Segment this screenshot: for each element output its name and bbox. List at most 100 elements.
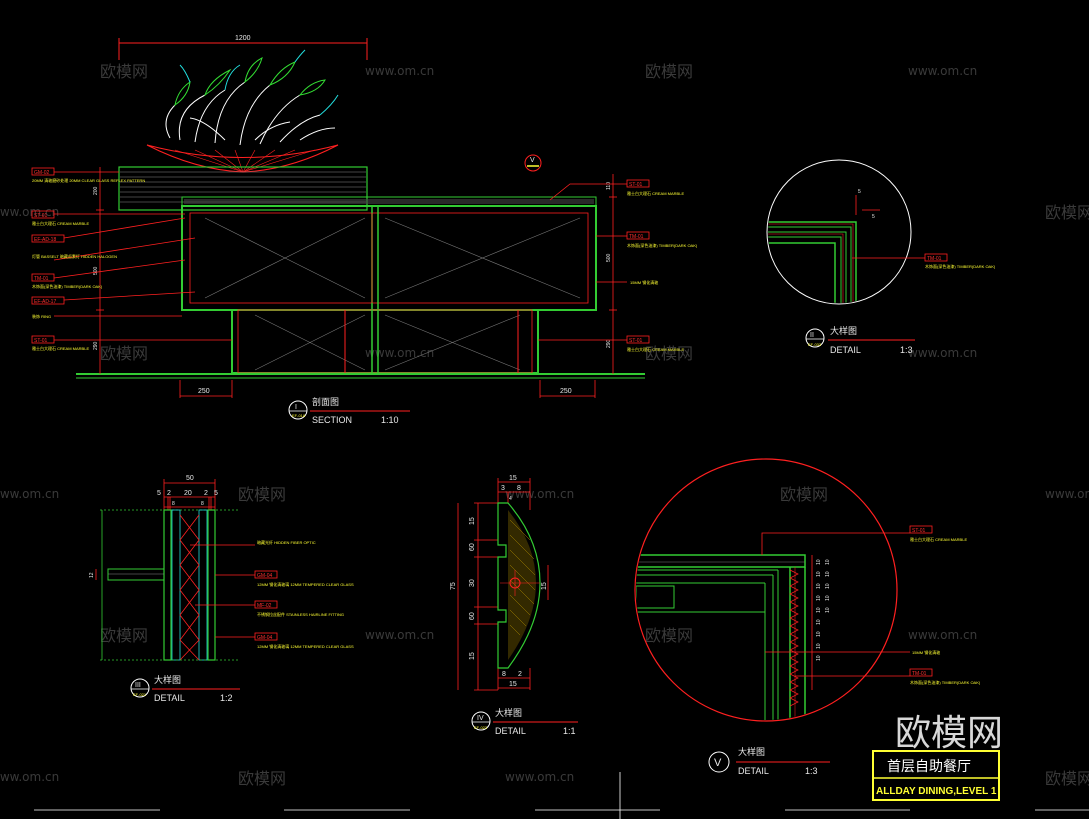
detail4-dim-top: 15 bbox=[509, 475, 517, 482]
detail4-profile bbox=[497, 502, 541, 669]
detail5-dim: 10 bbox=[816, 655, 822, 661]
section-title-en: SECTION bbox=[312, 415, 352, 425]
marble-top bbox=[181, 196, 597, 207]
right-label-desc: 雅士白大理石 CREAM MARBLE bbox=[627, 346, 684, 352]
left-label-desc: 装饰 RING bbox=[32, 313, 51, 319]
detail3-label-code: GM-04 bbox=[257, 635, 273, 641]
watermark-domain: www.om.cn bbox=[0, 205, 59, 219]
title-block-en: ALLDAY DINING,LEVEL 1 bbox=[876, 786, 997, 797]
watermark-domain: www.om.cn bbox=[0, 770, 59, 784]
detail5-dim: 10 bbox=[825, 571, 831, 577]
watermark-brand: 欧模网 bbox=[238, 485, 286, 504]
dim-right-0: 110 bbox=[606, 182, 612, 190]
dim-right-chain bbox=[609, 174, 617, 374]
detail3-dim-part: 20 bbox=[184, 490, 192, 497]
detail4-dim-total: 75 bbox=[450, 582, 457, 590]
detail4-title-en: DETAIL bbox=[495, 726, 526, 736]
detail3-label-desc: 12MM 钢化清玻璃 12MM TEMPERED CLEAR GLASS bbox=[257, 643, 354, 649]
watermark-domain: www.om.cn bbox=[365, 346, 434, 360]
right-label-code: ST-01 bbox=[629, 182, 643, 188]
dim-bottom-0: 250 bbox=[198, 388, 210, 395]
detail4-dim-right: 15 bbox=[541, 582, 548, 590]
detail3-title: III EF-021 大样图 DETAIL 1:2 bbox=[130, 674, 240, 703]
left-label-desc: 雅士白大理石 CREAM MARBLE bbox=[32, 345, 89, 351]
detail5-scale: 1:3 bbox=[805, 766, 818, 776]
section-title-cn: 剖面图 bbox=[312, 396, 339, 407]
detail5-title: V 大样图 DETAIL 1:3 bbox=[708, 746, 830, 776]
border-ticks bbox=[34, 772, 1089, 819]
callout-v-text: V bbox=[530, 157, 535, 164]
detail2-dim-a: 5 bbox=[858, 189, 861, 195]
dim-left-0: 200 bbox=[93, 186, 99, 195]
section-scale: 1:10 bbox=[381, 415, 399, 425]
detail3-dim-top: 50 bbox=[186, 475, 194, 482]
detail5-dim: 10 bbox=[816, 619, 822, 625]
detail3-ref: EF-021 bbox=[133, 692, 147, 697]
section-ref: EF-018 bbox=[292, 413, 306, 418]
dim-bottom-1: 250 bbox=[560, 388, 572, 395]
detail3-label-code: GM-04 bbox=[257, 573, 273, 579]
section-view: 1200 bbox=[31, 35, 698, 425]
detail3-dim-inner: 8 bbox=[172, 501, 175, 507]
detail5-dims: 10 10 10 10 10 10 10 10 10 10 10 10 10 1… bbox=[811, 555, 831, 690]
detail3-callouts: 暗藏光纤 HIDDEN FIBER OPTIC GM-04 12MM 钢化清玻璃… bbox=[190, 539, 354, 649]
detail5-dim: 10 bbox=[816, 583, 822, 589]
watermark-brand: 欧模网 bbox=[238, 769, 286, 788]
detail5-label-desc: 木饰面(深色油漆) TIMBER(DARK OAK) bbox=[910, 679, 981, 685]
detail3-label-desc: 12MM 钢化清玻璃 12MM TEMPERED CLEAR GLASS bbox=[257, 581, 354, 587]
watermark-domain: www.om.cn bbox=[505, 770, 574, 784]
watermark-domain: www.om.cn bbox=[908, 346, 977, 360]
detail2-title-cn: 大样图 bbox=[830, 325, 857, 336]
dim-left-2: 290 bbox=[93, 341, 99, 350]
detail2-title-en: DETAIL bbox=[830, 345, 861, 355]
right-label-code: ST-01 bbox=[629, 338, 643, 344]
right-label-code: TM-01 bbox=[629, 234, 644, 240]
detail4-dim-top-part: 8 bbox=[517, 485, 521, 492]
detail4-dim-left: 60 bbox=[469, 543, 476, 551]
detail2-label-desc: 木饰面(深色油漆) TIMBER(DARK OAK) bbox=[925, 263, 996, 269]
detail5-marker: V bbox=[714, 757, 722, 769]
detail4-title: IV EF-023 大样图 DETAIL 1:1 bbox=[471, 707, 578, 736]
cabinet-base bbox=[231, 309, 539, 374]
detail3-scale: 1:2 bbox=[220, 693, 233, 703]
detail-3-view: 50 5 2 20 2 5 8 8 12 bbox=[89, 475, 354, 703]
watermark-brand: 欧模网 bbox=[645, 626, 693, 645]
watermark-brand: 欧模网 bbox=[645, 62, 693, 81]
detail2-scale: 1:3 bbox=[900, 345, 913, 355]
detail3-label-code: MF-02 bbox=[257, 603, 272, 609]
detail3-label-desc: 暗藏光纤 HIDDEN FIBER OPTIC bbox=[257, 539, 316, 545]
detail2-label-code: TM-01 bbox=[927, 256, 942, 262]
detail3-title-en: DETAIL bbox=[154, 693, 185, 703]
detail4-scale: 1:1 bbox=[563, 726, 576, 736]
detail3-dim-side: 12 bbox=[89, 572, 95, 578]
watermark-brand: 欧模网 bbox=[1045, 203, 1089, 222]
detail2-dim-b: 5 bbox=[872, 214, 875, 220]
detail3-marker: III bbox=[135, 682, 141, 689]
watermark-domain: www.om.cn bbox=[505, 487, 574, 501]
left-label-code: ST-01 bbox=[34, 213, 48, 219]
left-label-code: EF-AD-17 bbox=[34, 299, 56, 305]
detail-4-view: 15 3 8 4 15 60 30 60 15 75 15 8 2 15 bbox=[450, 475, 578, 736]
dim-right-2: 290 bbox=[606, 339, 612, 348]
section-marker: I bbox=[295, 404, 297, 411]
watermark-brand: 欧模网 bbox=[100, 62, 148, 81]
left-label-code: TM-01 bbox=[34, 276, 49, 282]
detail4-dim-top-small: 4 bbox=[509, 496, 512, 502]
watermark-domain: www.om.cn bbox=[908, 628, 977, 642]
detail4-dim-top-part: 3 bbox=[501, 485, 505, 492]
dim-1200 bbox=[118, 38, 368, 60]
detail3-dim-inner: 8 bbox=[201, 501, 204, 507]
title-block-cn: 首层自助餐厅 bbox=[887, 759, 971, 775]
watermark-domain: www.om.cn bbox=[1045, 487, 1089, 501]
detail5-title-en: DETAIL bbox=[738, 766, 769, 776]
dim-top-text: 1200 bbox=[235, 35, 251, 42]
left-label-desc: 灯管 BASSELT 暗藏卤素灯 HIDDEN HALOGEN bbox=[32, 253, 117, 259]
detail5-dim: 10 bbox=[825, 559, 831, 565]
detail4-title-cn: 大样图 bbox=[495, 707, 522, 718]
detail4-dim-left: 15 bbox=[469, 517, 476, 525]
detail4-dim-left: 60 bbox=[469, 612, 476, 620]
watermark-domain: www.om.cn bbox=[365, 628, 434, 642]
detail5-dim: 10 bbox=[816, 631, 822, 637]
watermark-brand: 欧模网 bbox=[1045, 769, 1089, 788]
watermark-domain: www.om.cn bbox=[365, 64, 434, 78]
